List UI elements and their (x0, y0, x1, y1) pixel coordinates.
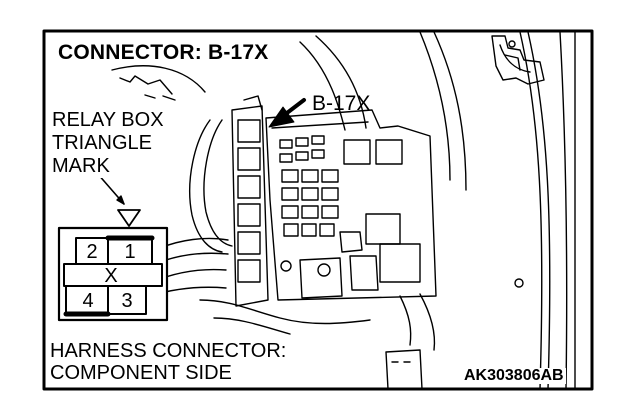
pin-1: 1 (124, 241, 136, 263)
callout-label: B-17X (312, 92, 371, 115)
relay-box-label-line-2: TRIANGLE (52, 132, 153, 154)
harness-label: HARNESS CONNECTOR: COMPONENT SIDE (50, 340, 291, 384)
pin-3: 3 (121, 290, 133, 312)
relay-box-label: RELAY BOX TRIANGLE MARK (52, 109, 167, 178)
bracket-top-right (491, 35, 545, 85)
triangle-mark-arrow (96, 172, 141, 227)
connector-title: CONNECTOR: B-17X (58, 41, 269, 64)
pin-2: 2 (86, 241, 98, 263)
relay-stack (231, 95, 269, 307)
figure-border (42, 29, 594, 391)
harness-label-line-2: COMPONENT SIDE (50, 362, 232, 384)
lower-wiring (199, 293, 436, 390)
pin-4: 4 (82, 290, 94, 312)
relay-box-label-line-1: RELAY BOX (52, 109, 164, 131)
left-curves (111, 31, 467, 191)
harness-label-line-1: HARNESS CONNECTOR: (50, 340, 287, 362)
connector-inset (57, 226, 169, 322)
fuse-box (265, 109, 437, 301)
callout-arrow (268, 98, 306, 128)
relay-box-label-line-3: MARK (52, 155, 110, 177)
pin-x: X (104, 265, 118, 287)
figure-code: AK303806AB (462, 367, 566, 384)
body-panel-lines (499, 31, 576, 390)
